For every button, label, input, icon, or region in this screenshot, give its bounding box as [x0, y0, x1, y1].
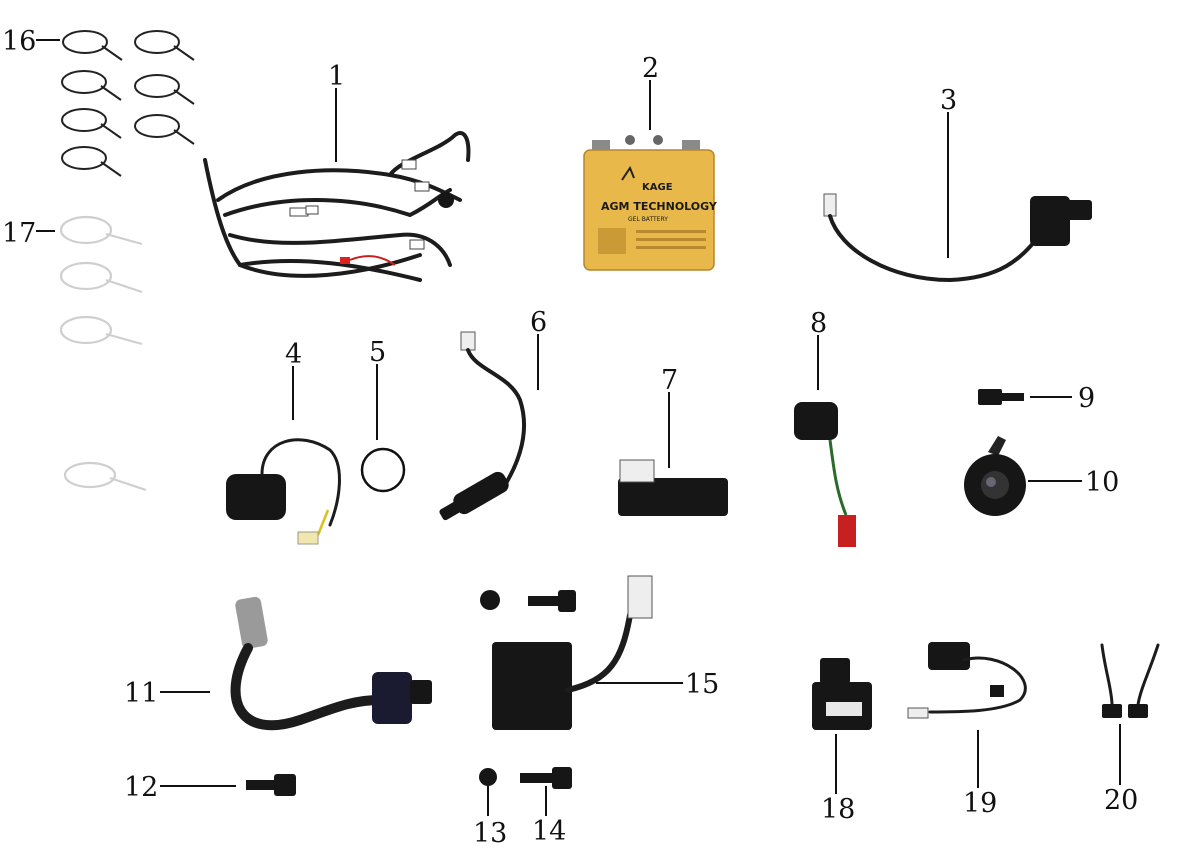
battery-subline: GEL BATTERY [628, 216, 668, 223]
part-4-relay [226, 438, 341, 545]
callout-14: 14 [532, 816, 566, 847]
part-18-control-module [812, 658, 872, 730]
callout-17: 17 [2, 218, 36, 249]
leader-lines [36, 39, 1121, 816]
part-1-wiring-harness [203, 131, 471, 282]
callout-8: 8 [810, 308, 827, 339]
part-19-alarm-module [907, 642, 1027, 719]
callout-3: 3 [940, 85, 957, 116]
callout-5: 5 [369, 337, 386, 368]
part-11-ignition-coil [230, 596, 432, 731]
part-5-o-ring [360, 447, 406, 493]
part-7-cdi-unit [618, 459, 728, 516]
callout-1: 1 [328, 61, 345, 92]
part-15-regulator [492, 575, 653, 730]
part-10-horn [964, 436, 1026, 516]
callout-19: 19 [963, 788, 997, 819]
part-2-battery: KAGE AGM TECHNOLOGY GEL BATTERY [583, 135, 718, 271]
battery-headline: AGM TECHNOLOGY [601, 200, 718, 213]
part-13-nut [479, 590, 500, 786]
callout-16: 16 [2, 26, 36, 57]
callout-13: 13 [473, 818, 507, 849]
part-20-connectors [1100, 643, 1160, 718]
callout-10: 10 [1085, 467, 1119, 498]
part-12-bolt [246, 774, 296, 796]
callout-11: 11 [124, 678, 158, 709]
part-9-bolt [978, 389, 1024, 405]
callout-9: 9 [1078, 383, 1095, 414]
callout-6: 6 [530, 307, 547, 338]
callout-12: 12 [124, 772, 158, 803]
part-6-ignition-switch [439, 331, 527, 521]
callout-2: 2 [642, 53, 659, 84]
callout-18: 18 [821, 794, 855, 825]
callout-4: 4 [285, 339, 302, 370]
callout-15: 15 [685, 669, 719, 700]
callout-numbers: 16 17 1 2 3 4 5 6 7 8 9 10 11 12 15 13 1… [2, 26, 1138, 849]
callout-7: 7 [661, 365, 678, 396]
part-8-flasher-relay [794, 402, 856, 547]
part-16-black-cable-ties [61, 30, 195, 177]
callout-20: 20 [1104, 785, 1138, 816]
part-3-socket-cable [823, 193, 1092, 283]
part-17-white-cable-ties [59, 215, 147, 492]
part-14-bolt [520, 590, 576, 789]
battery-brand: KAGE [642, 182, 673, 193]
